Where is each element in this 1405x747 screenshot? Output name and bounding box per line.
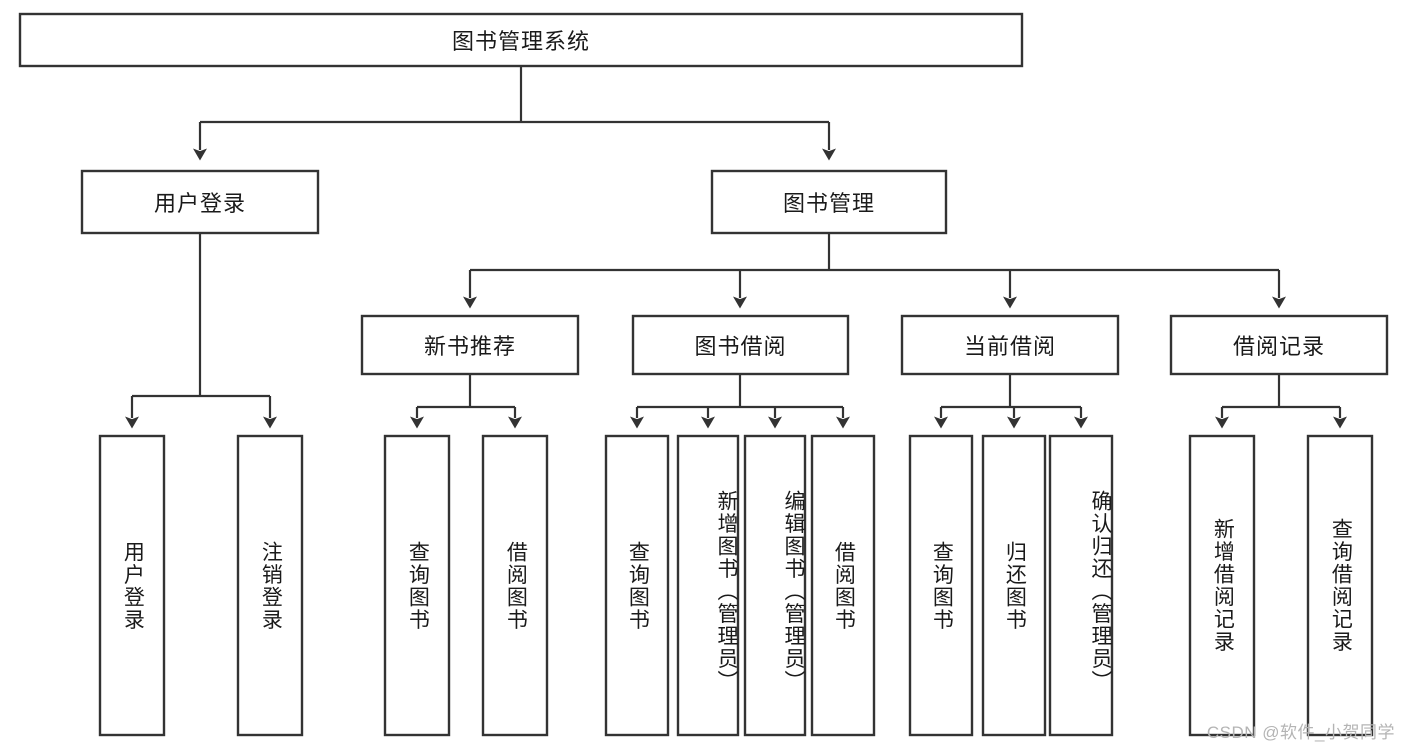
node-box-leaf-user-login[interactable]: [98, 434, 166, 737]
node-box-leaf-query-record[interactable]: [1306, 434, 1374, 737]
node-box-leaf-confirm-return[interactable]: [1048, 434, 1114, 737]
node-boxes: [18, 12, 1389, 737]
node-box-leaf-add-record[interactable]: [1188, 434, 1256, 737]
node-box-leaf-borrow-book-1[interactable]: [481, 434, 549, 737]
node-box-user-login[interactable]: [80, 169, 320, 235]
node-box-leaf-borrow-book-2[interactable]: [810, 434, 876, 737]
watermark: CSDN @软件_小贺同学: [1206, 723, 1395, 742]
node-box-leaf-edit-book[interactable]: [743, 434, 807, 737]
node-box-leaf-query-book-2[interactable]: [604, 434, 670, 737]
node-box-leaf-query-book-3[interactable]: [908, 434, 974, 737]
node-box-book-manage[interactable]: [710, 169, 948, 235]
node-box-borrow-record[interactable]: [1169, 314, 1389, 376]
node-box-leaf-query-book-1[interactable]: [383, 434, 451, 737]
node-box-leaf-return-book[interactable]: [981, 434, 1047, 737]
node-box-leaf-logout[interactable]: [236, 434, 304, 737]
connectors: [125, 66, 1347, 429]
node-box-book-borrow[interactable]: [631, 314, 850, 376]
node-box-current-borrow[interactable]: [900, 314, 1120, 376]
node-box-new-book-recommend[interactable]: [360, 314, 580, 376]
node-box-leaf-add-book[interactable]: [676, 434, 740, 737]
node-box-root[interactable]: [18, 12, 1024, 68]
